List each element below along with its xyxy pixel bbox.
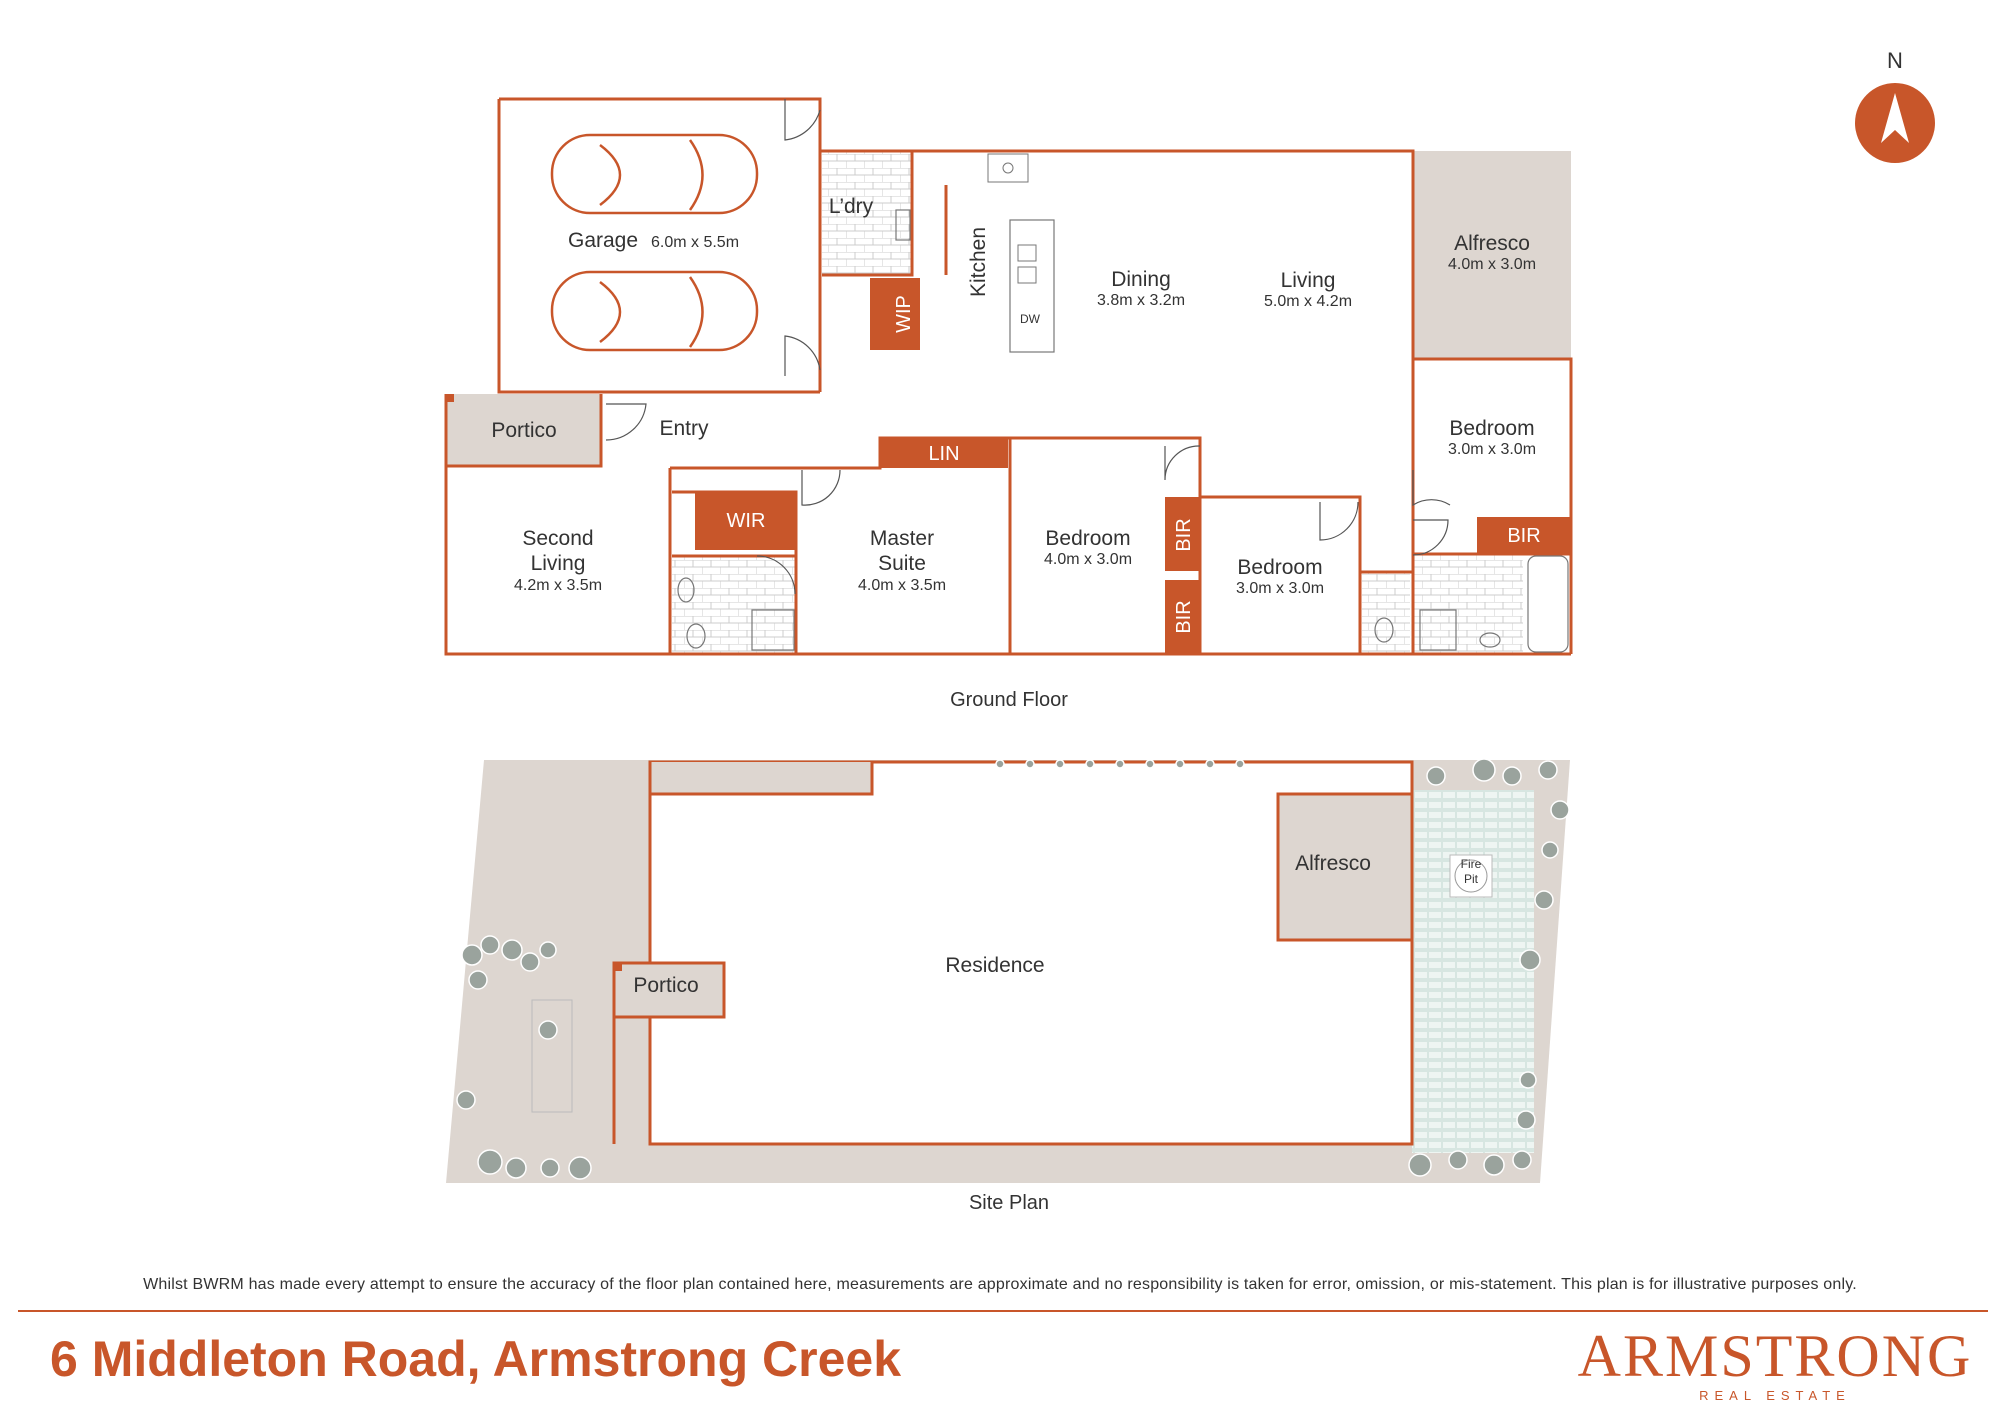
living-dims: 5.0m x 4.2m [1264, 293, 1352, 310]
garage-car-icons [550, 133, 759, 352]
fire-pit-label-1: Fire [1461, 857, 1482, 871]
shrub-icons [456, 758, 1570, 1180]
lin-block [880, 438, 1008, 468]
bir-1-label: BIR [1173, 518, 1195, 551]
alfresco-slab [1413, 151, 1571, 359]
door-swings [605, 99, 1451, 595]
linen-label: LIN [928, 443, 959, 465]
bir-block-3 [1477, 517, 1571, 554]
bedroom-3-label: Bedroom [1237, 556, 1322, 579]
brand-subtitle: REAL ESTATE [1699, 1388, 1851, 1403]
bir-3-label: BIR [1507, 525, 1540, 547]
planter-bed [531, 999, 573, 1113]
brand-logo: ARMSTRONG [1577, 1323, 1973, 1389]
bedroom-3-dims: 3.0m x 3.0m [1236, 580, 1324, 597]
garage-dims: 6.0m x 5.5m [651, 234, 739, 251]
master-label-1: Master [870, 527, 934, 550]
bathroom-fixtures [677, 209, 1569, 653]
bir-2-label: BIR [1173, 600, 1195, 633]
bathroom-tiles [1413, 554, 1523, 654]
second-living-dims: 4.2m x 3.5m [514, 577, 602, 594]
bir-block-1 [1165, 497, 1200, 571]
site-portico [612, 961, 726, 1019]
north-arrow-icon: N [1855, 48, 1935, 163]
second-living-label-2: Living [531, 552, 586, 575]
bedroom-4-dims: 3.0m x 3.0m [1448, 441, 1536, 458]
master-label-2: Suite [878, 552, 926, 575]
wip-label: WIP [893, 295, 915, 333]
wir-block [695, 492, 795, 550]
fire-pit [1449, 854, 1493, 898]
site-portico-label: Portico [633, 974, 698, 997]
bir-block-2 [1165, 580, 1200, 654]
garage-label: Garage [568, 229, 638, 252]
dining-label: Dining [1111, 268, 1171, 291]
portico-slab [446, 394, 601, 466]
master-dims: 4.0m x 3.5m [858, 577, 946, 594]
residence-label: Residence [945, 954, 1044, 977]
wir-label: WIR [727, 510, 766, 532]
laundry-label: L’dry [829, 195, 874, 218]
bedroom-2-dims: 4.0m x 3.0m [1044, 551, 1132, 568]
alfresco-dims: 4.0m x 3.0m [1448, 256, 1536, 273]
entry-label: Entry [659, 417, 709, 440]
disclaimer-text: Whilst BWRM has made every attempt to en… [143, 1276, 1857, 1293]
wip-block [870, 278, 920, 350]
living-label: Living [1281, 269, 1336, 292]
compass-label: N [1887, 48, 1903, 73]
fire-pit-label-2: Pit [1464, 872, 1479, 886]
site-plan: Residence Alfresco Portico Fire Pit Site… [446, 758, 1570, 1214]
portico-label: Portico [491, 419, 556, 442]
site-alfresco [1276, 792, 1414, 942]
laundry-tiles [822, 151, 912, 275]
kitchen-island [1009, 219, 1055, 353]
bedroom-2-label: Bedroom [1045, 527, 1130, 550]
walls [444, 97, 1573, 656]
lawn-deck [1412, 790, 1534, 1153]
second-living-label-1: Second [522, 527, 593, 550]
toilet-tiles [1362, 572, 1410, 654]
alfresco-label: Alfresco [1454, 232, 1530, 255]
site-alfresco-label: Alfresco [1295, 852, 1371, 875]
kitchen-label: Kitchen [967, 227, 990, 297]
dishwasher-label: DW [1020, 312, 1041, 326]
bedroom-4-label: Bedroom [1449, 417, 1534, 440]
ground-floor-caption: Ground Floor [950, 689, 1068, 711]
footer-divider [18, 1310, 1988, 1312]
ensuite-tiles [672, 556, 796, 654]
site-plan-caption: Site Plan [969, 1192, 1049, 1214]
dining-dims: 3.8m x 3.2m [1097, 292, 1185, 309]
property-address: 6 Middleton Road, Armstrong Creek [50, 1331, 902, 1387]
ground-floor-plan: Garage 6.0m x 5.5m L’dry WIP Kitchen DW … [444, 97, 1573, 711]
